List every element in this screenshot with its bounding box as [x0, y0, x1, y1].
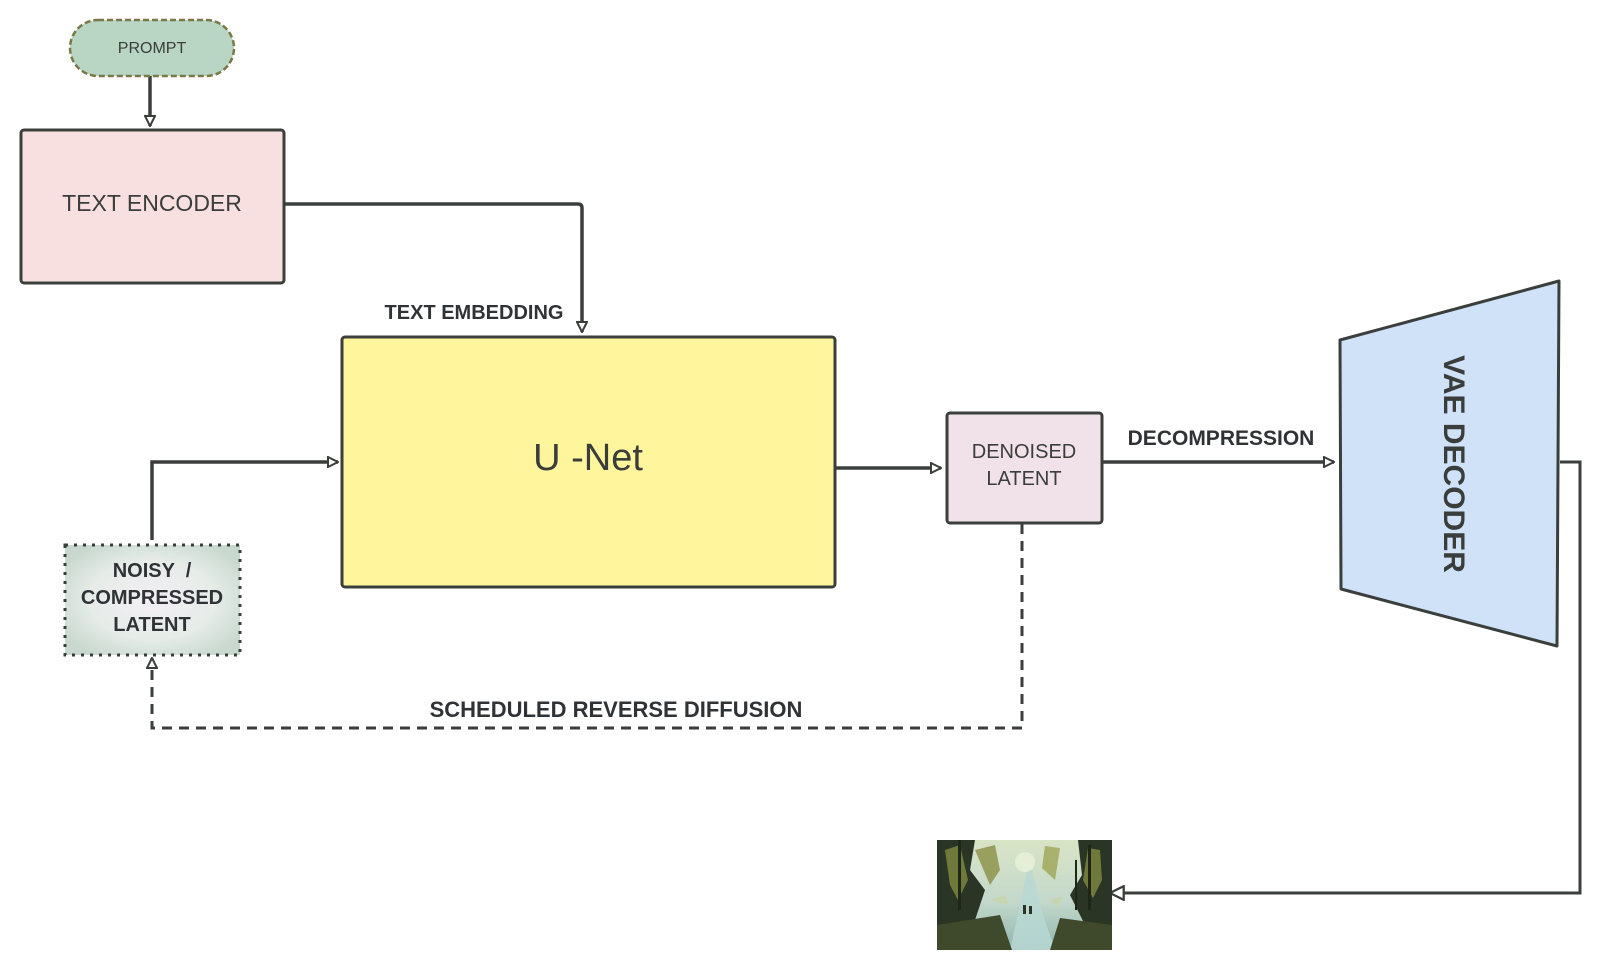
text-encoder-label: TEXT ENCODER — [62, 190, 242, 216]
edge-noisy-to-unet — [150, 462, 338, 540]
noisy-latent-node: NOISY / COMPRESSED LATENT — [63, 543, 242, 657]
forest-path-image — [937, 840, 1112, 950]
denoised-latent-line2: LATENT — [986, 468, 1061, 490]
scheduled-reverse-diffusion-label: SCHEDULED REVERSE DIFFUSION — [430, 697, 803, 722]
noisy-latent-line2: COMPRESSED — [81, 587, 223, 609]
vae-decoder-label: VAE DECODER — [1437, 355, 1470, 573]
edge-vae-to-image — [1110, 460, 1582, 893]
denoised-latent-node: DENOISED LATENT — [945, 411, 1104, 525]
text-encoder-node: TEXT ENCODER — [19, 128, 286, 285]
denoised-latent-line1: DENOISED — [972, 441, 1076, 463]
unet-node: U -Net — [340, 335, 837, 589]
unet-label: U -Net — [533, 437, 643, 479]
edge-text-embedding — [279, 202, 582, 332]
prompt-node: PROMPT — [68, 18, 236, 78]
decompression-label: DECOMPRESSION — [1128, 427, 1315, 450]
noisy-latent-line3: LATENT — [113, 614, 190, 636]
vae-decoder-node: VAE DECODER — [1338, 279, 1561, 648]
text-embedding-label: TEXT EMBEDDING — [385, 302, 564, 324]
prompt-label: PROMPT — [118, 40, 187, 57]
edge-scheduled-reverse-diffusion — [152, 524, 1024, 730]
noisy-latent-line1: NOISY / — [113, 560, 192, 582]
